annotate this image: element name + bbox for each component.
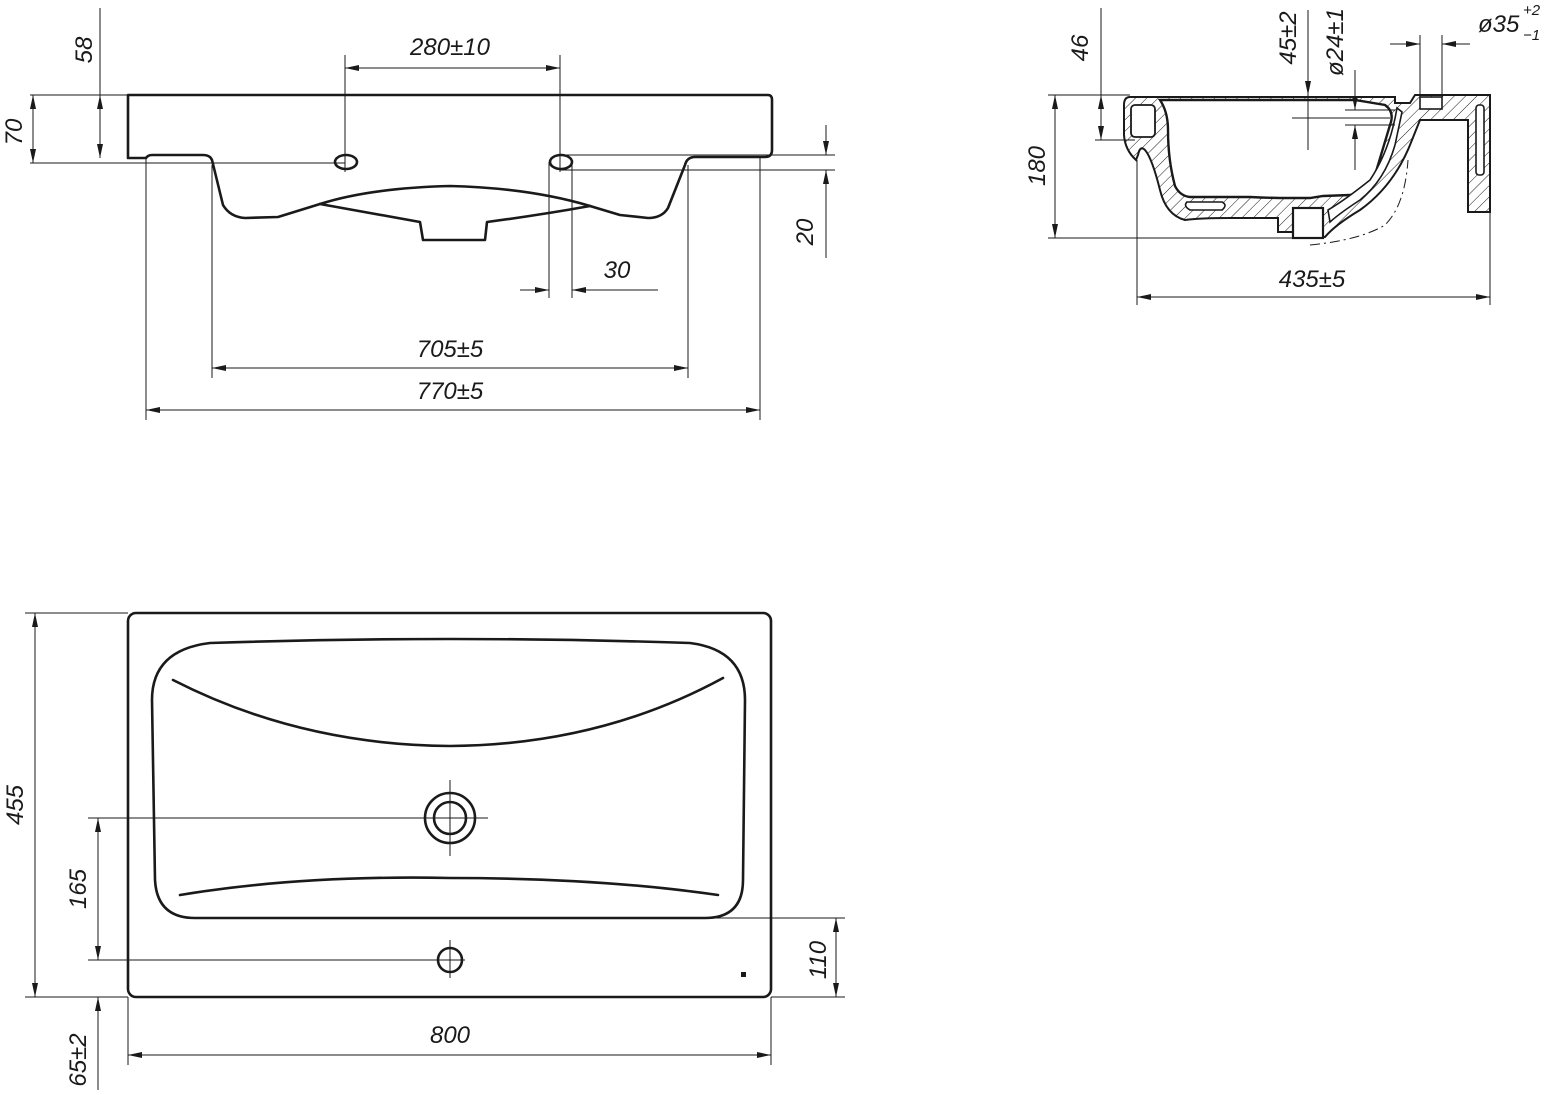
front-view-outline (126, 93, 774, 220)
front-view-bowl-bottom (318, 202, 592, 242)
dim-height: 180 (1024, 145, 1051, 186)
bowl-back-curve (171, 676, 725, 748)
dim-overflow-diameter: ø35 (1478, 11, 1520, 38)
top-view: 455 165 110 65±2 800 (2, 611, 845, 1090)
dim-rim-height: 70 (1, 118, 28, 145)
dim-drain-position: 165 (65, 868, 92, 909)
dim-hole-offset: 20 (792, 218, 819, 246)
dim-holes-spacing: 280±10 (409, 34, 491, 61)
dim-drain-offset: 45±2 (1275, 11, 1302, 64)
dim-depth: 435±5 (1279, 266, 1346, 293)
dim-inner-width: 705±5 (417, 336, 484, 363)
dim-tap-hole-position: 110 (805, 940, 832, 979)
side-section-view: 46 45±2 ø24±1 ø35 +2 −1 180 435±5 (1024, 2, 1541, 305)
bowl-front-curve (178, 876, 720, 897)
front-view: 280±10 58 70 20 30 705±5 770±5 (1, 8, 835, 420)
dim-overflow-tol-upper: +2 (1523, 2, 1541, 19)
right-tap-hole (548, 153, 574, 171)
dim-top-depth-455: 455 (2, 784, 29, 825)
dim-hole-diameter: 30 (604, 257, 631, 284)
bowl-outline (150, 637, 747, 920)
top-view-outline (126, 611, 773, 999)
dim-outer-width: 770±5 (417, 378, 484, 405)
dim-rim-depth: 46 (1067, 34, 1094, 61)
dim-overflow-tol-lower: −1 (1523, 27, 1540, 44)
dim-drain-diameter: ø24±1 (1322, 8, 1349, 76)
dim-front-offset: 65±2 (65, 1033, 92, 1086)
dim-top-depth: 58 (71, 36, 98, 63)
bowl-cavity (1157, 98, 1393, 200)
dim-width-800: 800 (430, 1022, 471, 1049)
left-tap-hole (333, 153, 359, 171)
